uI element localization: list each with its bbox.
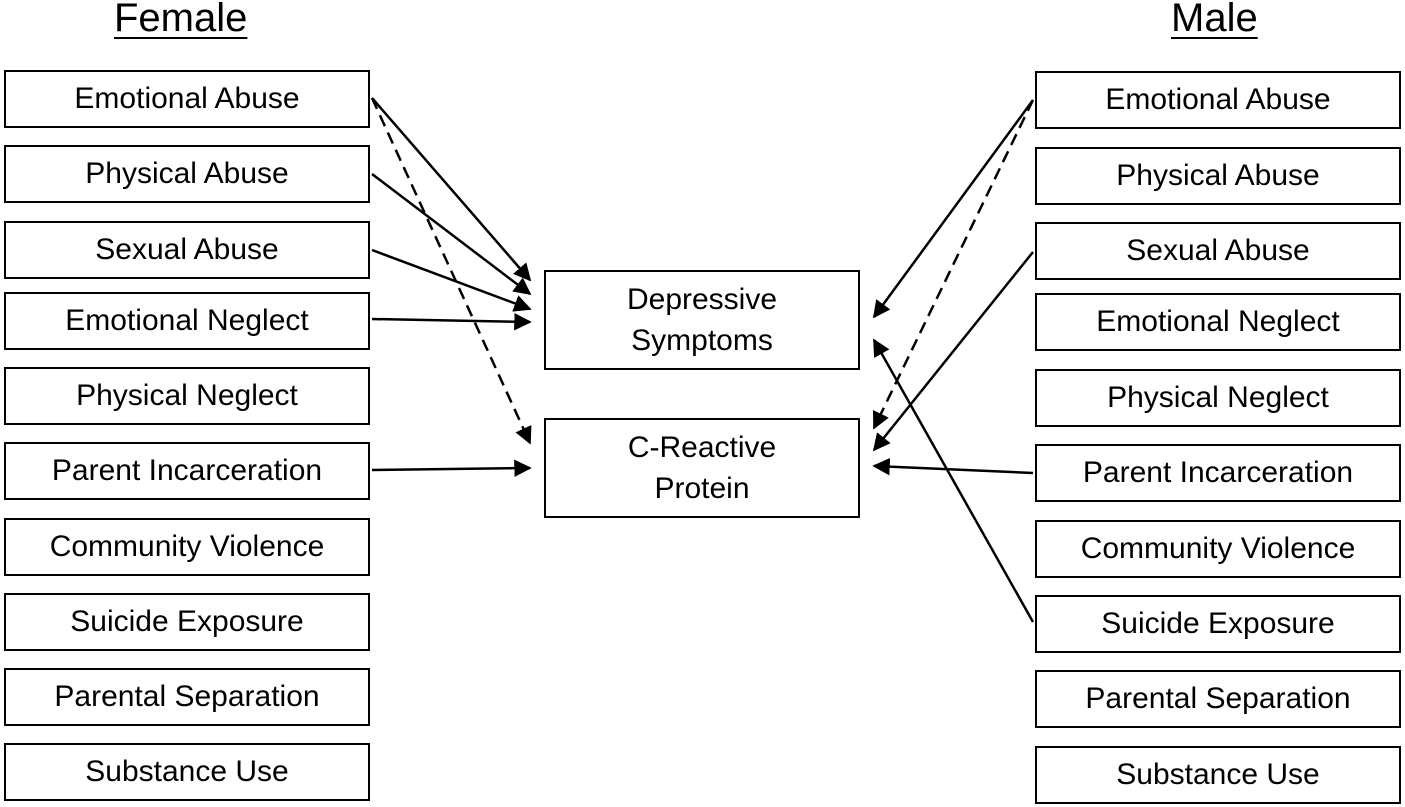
male-sexual-abuse-to-c-reactive-protein-arrow [872, 251, 1034, 452]
depressive-symptoms-line2: Symptoms [631, 324, 773, 357]
female-sexual-abuse-label: Sexual Abuse [95, 233, 279, 266]
male-parent-incarceration-to-c-reactive-protein-arrow [872, 457, 1034, 476]
female-emotional-neglect-to-depressive-symptoms-arrow [371, 312, 532, 331]
female-community-violence-label: Community Violence [49, 530, 325, 563]
female-emotional-abuse-box: Emotional Abuse [4, 70, 370, 128]
female-physical-abuse-to-depressive-symptoms-arrow [371, 173, 532, 296]
female-parental-separation-box: Parental Separation [4, 668, 370, 726]
male-suicide-exposure-to-depressive-symptoms-arrow [872, 338, 1035, 623]
female-substance-use-label: Substance Use [85, 755, 289, 788]
male-physical-abuse-box: Physical Abuse [1035, 147, 1401, 205]
female-substance-use-box: Substance Use [4, 743, 370, 801]
female-physical-abuse-box: Physical Abuse [4, 145, 370, 203]
female-parental-separation-label: Parental Separation [54, 680, 320, 713]
female-parent-incarceration-box: Parent Incarceration [4, 442, 370, 500]
male-parental-separation-box: Parental Separation [1035, 670, 1401, 728]
male-sexual-abuse-box: Sexual Abuse [1035, 222, 1401, 280]
male-emotional-abuse-box: Emotional Abuse [1035, 71, 1401, 129]
c-reactive-protein-line1: C-Reactive [627, 431, 777, 464]
male-community-violence-box: Community Violence [1035, 520, 1401, 578]
male-substance-use-box: Substance Use [1035, 746, 1401, 804]
female-physical-neglect-box: Physical Neglect [4, 367, 370, 425]
male-parent-incarceration-label: Parent Incarceration [1082, 456, 1354, 489]
depressive-symptoms-line1: Depressive [626, 283, 778, 316]
male-physical-abuse-label: Physical Abuse [1116, 159, 1320, 192]
female-suicide-exposure-box: Suicide Exposure [4, 593, 370, 651]
female-emotional-abuse-label: Emotional Abuse [74, 82, 300, 115]
male-substance-use-label: Substance Use [1116, 758, 1320, 791]
female-emotional-abuse-to-c-reactive-protein-arrow [370, 97, 532, 445]
c-reactive-protein-line2: Protein [654, 472, 750, 505]
male-suicide-exposure-box: Suicide Exposure [1035, 595, 1401, 653]
male-parent-incarceration-box: Parent Incarceration [1035, 444, 1401, 502]
male-sexual-abuse-label: Sexual Abuse [1126, 234, 1310, 267]
c-reactive-protein-box: C-Reactive Protein [544, 418, 860, 518]
female-community-violence-box: Community Violence [4, 518, 370, 576]
male-emotional-abuse-label: Emotional Abuse [1105, 83, 1331, 116]
female-emotional-neglect-box: Emotional Neglect [4, 292, 370, 350]
female-physical-neglect-label: Physical Neglect [76, 379, 298, 412]
male-parental-separation-label: Parental Separation [1085, 682, 1351, 715]
male-emotional-abuse-to-depressive-symptoms-arrow [872, 99, 1035, 319]
male-emotional-neglect-label: Emotional Neglect [1096, 305, 1340, 338]
male-emotional-abuse-to-c-reactive-protein-arrow [872, 99, 1035, 430]
female-sexual-abuse-to-depressive-symptoms-arrow [371, 248, 532, 312]
female-parent-incarceration-to-c-reactive-protein-arrow [371, 459, 532, 477]
female-sexual-abuse-box: Sexual Abuse [4, 221, 370, 279]
female-parent-incarceration-label: Parent Incarceration [51, 454, 323, 487]
male-heading: Male [1171, 0, 1258, 40]
female-heading: Female [114, 0, 248, 40]
male-physical-neglect-box: Physical Neglect [1035, 369, 1401, 427]
depressive-symptoms-box: Depressive Symptoms [544, 270, 860, 370]
female-suicide-exposure-label: Suicide Exposure [70, 605, 304, 638]
female-physical-abuse-label: Physical Abuse [85, 157, 289, 190]
male-emotional-neglect-box: Emotional Neglect [1035, 293, 1401, 351]
male-community-violence-label: Community Violence [1080, 532, 1356, 565]
female-emotional-neglect-label: Emotional Neglect [65, 304, 309, 337]
female-emotional-abuse-to-depressive-symptoms-arrow [371, 97, 532, 282]
male-suicide-exposure-label: Suicide Exposure [1101, 607, 1335, 640]
male-physical-neglect-label: Physical Neglect [1107, 381, 1329, 414]
